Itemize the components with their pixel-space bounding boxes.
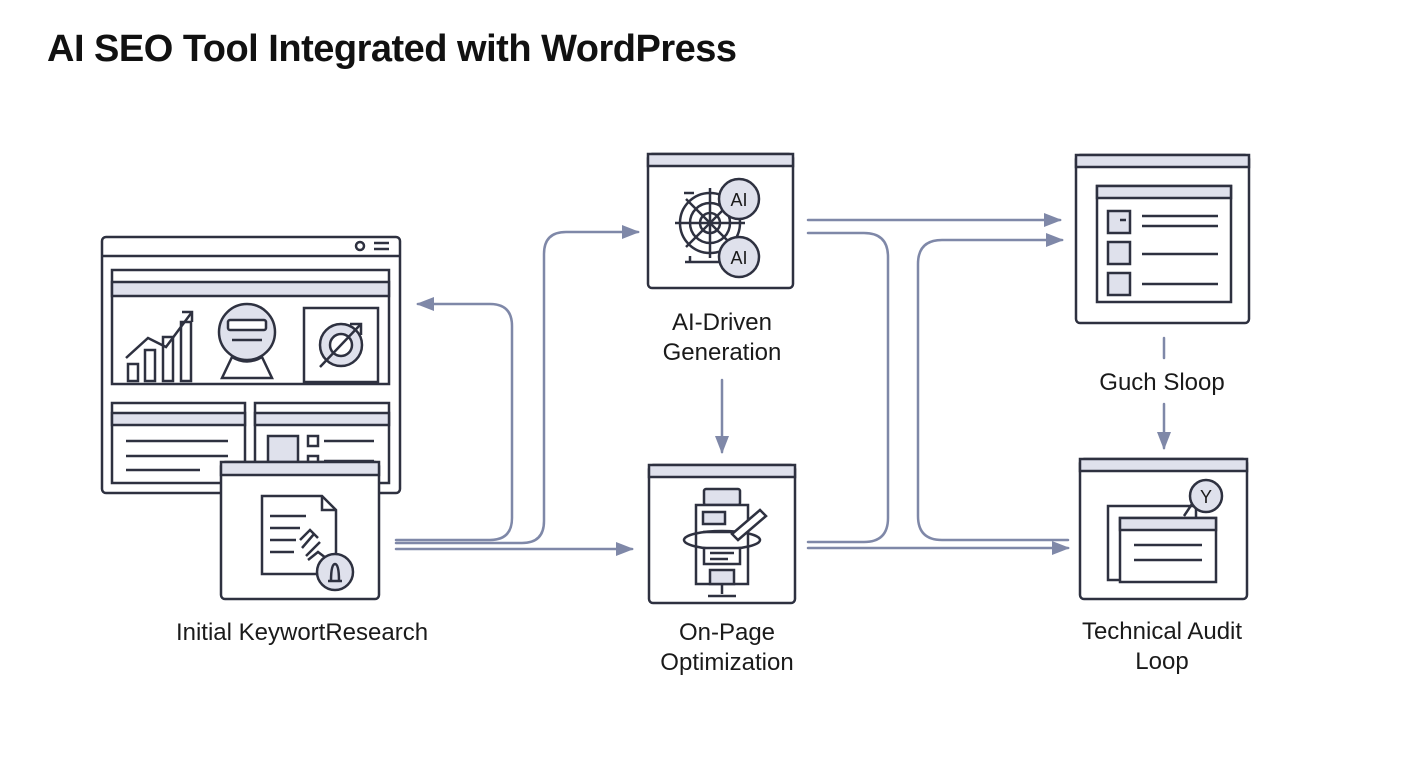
ai-generation-line1: AI-Driven (671, 309, 773, 336)
audit-badge-text: Y (1200, 487, 1212, 507)
technical-audit-line1: Technical Audit (1081, 618, 1243, 645)
content-panel-node (1074, 153, 1251, 325)
on-page-node (647, 463, 797, 605)
on-page-line2: Optimization (660, 649, 794, 676)
link-icon (299, 528, 327, 561)
arrow-ai-generation-loop (806, 231, 890, 544)
label-keyword-research: Initial KeywortResearch (150, 618, 454, 648)
arrow-research-to-browser (394, 297, 514, 542)
bar-chart-icon (125, 310, 194, 383)
ai-badge-top-text: AI (730, 190, 747, 210)
label-on-page: On-Page Optimization (622, 618, 832, 678)
on-page-line1: On-Page (678, 619, 776, 646)
arrow-audit-loop-to-content-panel (916, 233, 1070, 542)
page-title: AI SEO Tool Integrated with WordPress (47, 28, 737, 70)
audit-badge-icon (1188, 478, 1224, 514)
pencil-icon (730, 508, 768, 542)
label-guch-sloop: Guch Sloop (1072, 368, 1252, 398)
ai-generation-line2: Generation (662, 339, 782, 366)
keyword-research-node (219, 460, 381, 601)
ai-generation-node (646, 152, 795, 290)
guch-sloop-text: Guch Sloop (1099, 369, 1225, 396)
keyword-research-text: Initial KeywortResearch (175, 619, 429, 646)
label-ai-generation: AI-Driven Generation (622, 308, 822, 368)
target-icon (302, 306, 380, 384)
connectors (394, 213, 1171, 556)
ai-badge-bottom (717, 235, 761, 279)
user-badge-icon (315, 552, 355, 592)
arrow-research-to-ai-generation (394, 225, 640, 545)
technical-audit-node (1078, 457, 1249, 601)
globe-icon (217, 302, 277, 380)
window-dot-icon (354, 240, 366, 252)
edit-page-icon (682, 487, 768, 598)
label-technical-audit: Technical Audit Loop (1052, 617, 1272, 677)
ai-badge-top (717, 177, 761, 221)
technical-audit-line2: Loop (1135, 648, 1189, 675)
ai-badge-bottom-text: AI (730, 248, 747, 268)
